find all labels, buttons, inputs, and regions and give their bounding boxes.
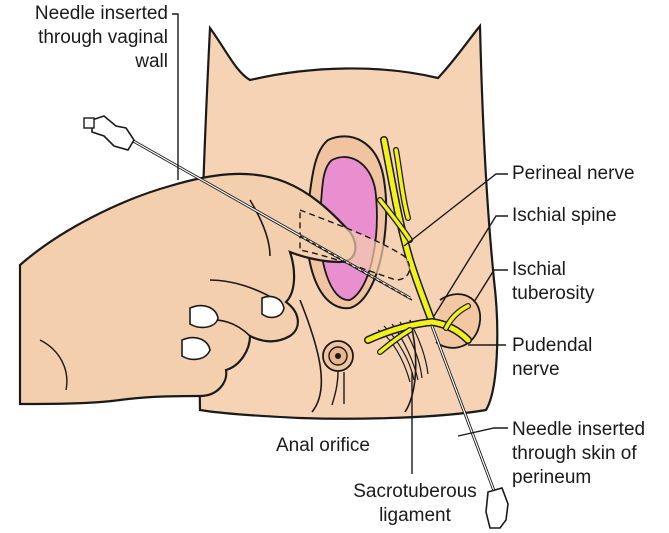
label-needle-vaginal: Needle inserted through vaginal wall xyxy=(0,2,168,74)
label-perineal-nerve: Perineal nerve xyxy=(512,162,635,186)
label-anal-orifice: Anal orifice xyxy=(276,434,370,458)
label-line: Ischial xyxy=(512,258,594,282)
label-line: nerve xyxy=(512,358,592,382)
label-ischial-tuberosity: Ischial tuberosity xyxy=(512,258,594,306)
label-line: Ischial spine xyxy=(512,204,617,228)
label-line: wall xyxy=(0,50,168,74)
label-line: ligament xyxy=(340,504,490,528)
label-sacrotuberous-ligament: Sacrotuberous ligament xyxy=(340,480,490,528)
label-line: through skin of xyxy=(512,442,645,466)
label-line: Perineal nerve xyxy=(512,162,635,186)
label-line: through vaginal xyxy=(0,26,168,50)
label-line: perineum xyxy=(512,466,645,490)
label-line: tuberosity xyxy=(512,282,594,306)
label-line: Needle inserted xyxy=(0,2,168,26)
label-pudendal-nerve: Pudendal nerve xyxy=(512,334,592,382)
label-line: Anal orifice xyxy=(276,434,370,458)
label-line: Needle inserted xyxy=(512,418,645,442)
label-ischial-spine: Ischial spine xyxy=(512,204,617,228)
label-line: Sacrotuberous xyxy=(340,480,490,504)
label-line: Pudendal xyxy=(512,334,592,358)
label-needle-skin: Needle inserted through skin of perineum xyxy=(512,418,645,490)
